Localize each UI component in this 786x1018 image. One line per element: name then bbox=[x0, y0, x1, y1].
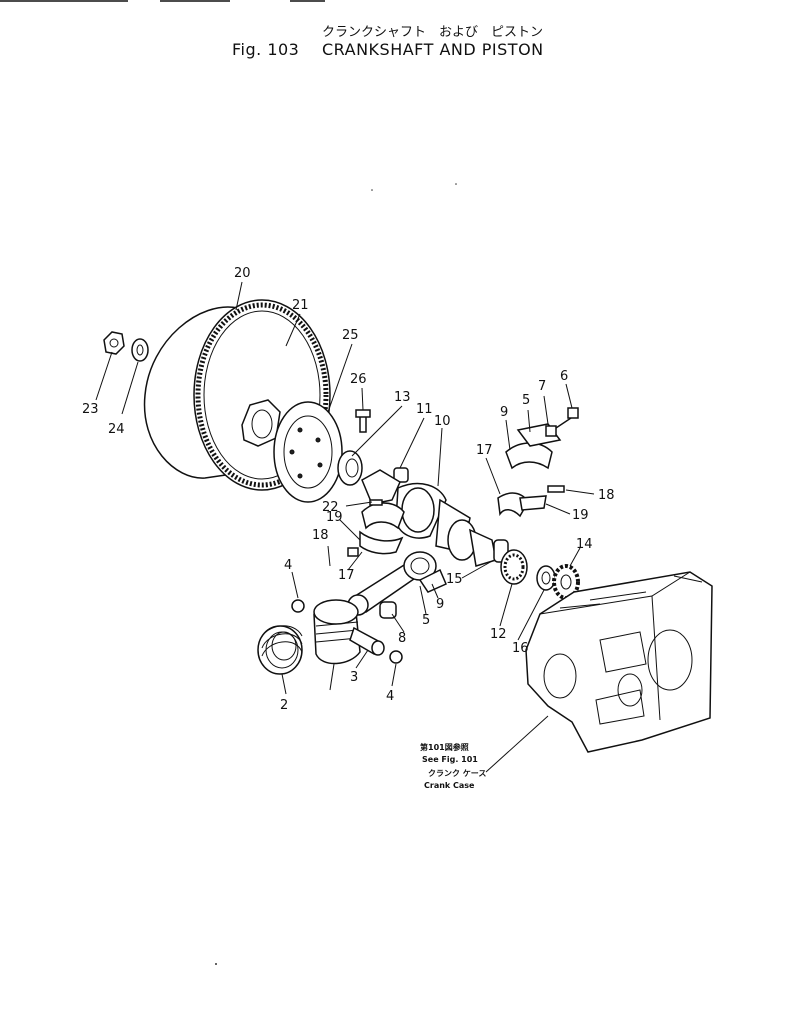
callout-3: 3 bbox=[350, 670, 358, 685]
callout-10: 10 bbox=[434, 414, 451, 429]
bushing bbox=[393, 467, 409, 483]
callout-14: 14 bbox=[576, 537, 593, 552]
circlip-left bbox=[291, 599, 305, 613]
oil-seal bbox=[337, 450, 363, 486]
reference-en-2: Crank Case bbox=[424, 781, 475, 790]
bearing-cap-right bbox=[497, 485, 565, 518]
reference-jp-2: クランク ケース bbox=[428, 768, 486, 778]
callout-2: 2 bbox=[280, 698, 288, 713]
callout-17-lower: 17 bbox=[338, 568, 355, 583]
callout-9-lower: 9 bbox=[436, 597, 444, 612]
leader-lines bbox=[95, 281, 595, 773]
crankshaft bbox=[361, 469, 509, 567]
piston bbox=[313, 599, 361, 665]
piston-pin bbox=[349, 626, 385, 656]
reference-jp-1: 第101図参照 bbox=[420, 742, 469, 752]
callout-5-upper: 5 bbox=[522, 393, 530, 408]
callout-22: 22 bbox=[322, 500, 339, 515]
callout-4-upper: 4 bbox=[284, 558, 292, 573]
callout-19-left: 19 bbox=[326, 510, 343, 525]
callout-24: 24 bbox=[108, 422, 125, 437]
callout-17-upper: 17 bbox=[476, 443, 493, 458]
callout-13: 13 bbox=[394, 390, 411, 405]
callout-5-lower: 5 bbox=[422, 613, 430, 628]
callout-4-lower: 4 bbox=[386, 689, 394, 704]
callout-12: 12 bbox=[490, 627, 507, 642]
reference-en-1: See Fig. 101 bbox=[422, 755, 478, 764]
callout-18-right: 18 bbox=[598, 488, 615, 503]
bearing-cap-upper bbox=[505, 407, 579, 470]
callout-6: 6 bbox=[560, 369, 568, 384]
washer bbox=[131, 338, 149, 362]
bearing-cap-left bbox=[347, 499, 405, 557]
connecting-rod bbox=[347, 551, 447, 616]
callout-11: 11 bbox=[416, 402, 433, 417]
circlip-right bbox=[389, 650, 403, 664]
callout-23: 23 bbox=[82, 402, 99, 417]
ball-bearing bbox=[500, 549, 528, 585]
callout-19-right: 19 bbox=[572, 508, 589, 523]
callout-7: 7 bbox=[538, 379, 546, 394]
callout-labels: 20 21 25 26 23 24 13 11 10 9 5 7 6 17 18… bbox=[82, 266, 615, 713]
flywheel bbox=[143, 299, 331, 491]
thrust-washer bbox=[536, 565, 556, 591]
callout-21: 21 bbox=[292, 298, 309, 313]
callout-20: 20 bbox=[234, 266, 251, 281]
reference-note: 第101図参照 See Fig. 101 クランク ケース Crank Case bbox=[420, 742, 486, 790]
fig-label: Fig. 103 bbox=[232, 40, 299, 59]
callout-16: 16 bbox=[512, 641, 529, 656]
callout-26: 26 bbox=[350, 372, 367, 387]
callout-8: 8 bbox=[398, 631, 406, 646]
piston-rings bbox=[257, 625, 303, 675]
bolt-26 bbox=[355, 409, 371, 433]
scan-specks bbox=[215, 183, 457, 965]
title-jp: クランクシャフト および ピストン bbox=[322, 25, 543, 40]
collar bbox=[273, 401, 343, 503]
callout-9-upper: 9 bbox=[500, 405, 508, 420]
crank-case bbox=[525, 571, 713, 753]
callout-25: 25 bbox=[342, 328, 359, 343]
callout-15: 15 bbox=[446, 572, 463, 587]
nut bbox=[103, 331, 125, 355]
title-en: CRANKSHAFT AND PISTON bbox=[322, 40, 544, 59]
callout-18-left: 18 bbox=[312, 528, 329, 543]
